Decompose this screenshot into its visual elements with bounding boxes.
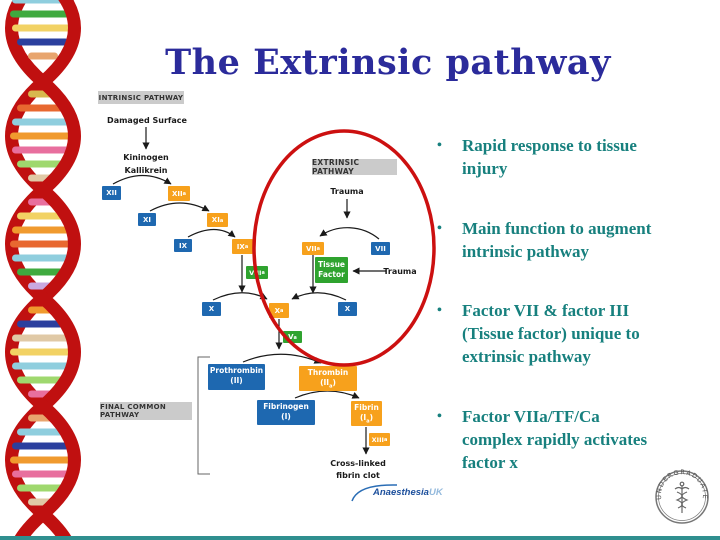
factor-vii-box: VII [371, 242, 390, 255]
bullet-dot: • [437, 409, 442, 424]
crosslinked-fibrin-label: Cross-linked fibrin clot [330, 459, 386, 480]
kallikrein-label: Kallikrein [124, 166, 168, 175]
damaged-surface-label: Damaged Surface [107, 116, 187, 125]
bullet-dot: • [437, 221, 442, 236]
dna-helix-graphic [5, 0, 81, 540]
page-title: The Extrinsic pathway [165, 42, 611, 83]
arrow-xleft-xa [212, 292, 268, 301]
anaesthesia-uk-logo: AnaesthesiaUK [373, 487, 443, 498]
kininogen-label: Kininogen [123, 153, 169, 162]
factor-x-left-box: X [202, 302, 221, 316]
label-intrinsic-pathway: INTRINSIC PATHWAY [98, 91, 184, 104]
arrow-xi-xia [149, 202, 210, 212]
label-final-common-pathway: FINAL COMMON PATHWAY [100, 402, 192, 420]
dna-strand-right [36, 0, 81, 540]
bullet-item-4: • Factor VIIa/TF/Ca complex rapidly acti… [437, 405, 717, 474]
trauma-label-top: Trauma [330, 187, 364, 196]
factor-xi-box: XI [138, 213, 156, 226]
arrow-xright-xa [291, 292, 347, 301]
bottom-accent-bar [0, 536, 720, 540]
factor-ix-box: IX [174, 239, 192, 252]
bullet-dot: • [437, 138, 442, 153]
thrombin-box: Thrombin (IIa) [299, 366, 357, 391]
bullet-item-1: • Rapid response to tissue injury [437, 134, 717, 180]
prothrombin-box: Prothrombin (II) [208, 364, 265, 390]
arrow-xii-xiia [112, 175, 172, 185]
fibrinogen-box: Fibrinogen (I) [257, 400, 315, 425]
bullet-text: Factor VIIa/TF/Ca complex rapidly activa… [462, 407, 648, 472]
bullet-dot: • [437, 303, 442, 318]
arrow-vii-viia [319, 227, 380, 240]
arrow-fibrinogen-fibrin [294, 390, 360, 399]
bullet-text: Main function to augment intrinsic pathw… [462, 219, 652, 261]
fibrin-box: Fibrin (Ia) [351, 401, 382, 426]
arrow-ix-ixa [187, 228, 236, 238]
factor-xii-box: XII [102, 186, 121, 200]
trauma-label-right: Trauma [383, 267, 417, 276]
bullet-text: Factor VII & factor III (Tissue factor) … [462, 301, 640, 366]
factor-x-right-box: X [338, 302, 357, 316]
final-common-bracket [197, 356, 210, 475]
bullet-item-2: • Main function to augment intrinsic pat… [437, 217, 717, 263]
arrow-prothrombin-thrombin [242, 353, 322, 364]
bullet-text: Rapid response to tissue injury [462, 136, 637, 178]
label-extrinsic-pathway: EXTRINSIC PATHWAY [312, 158, 397, 176]
dna-rungs [10, 0, 76, 506]
bullet-item-3: • Factor VII & factor III (Tissue factor… [437, 299, 717, 368]
